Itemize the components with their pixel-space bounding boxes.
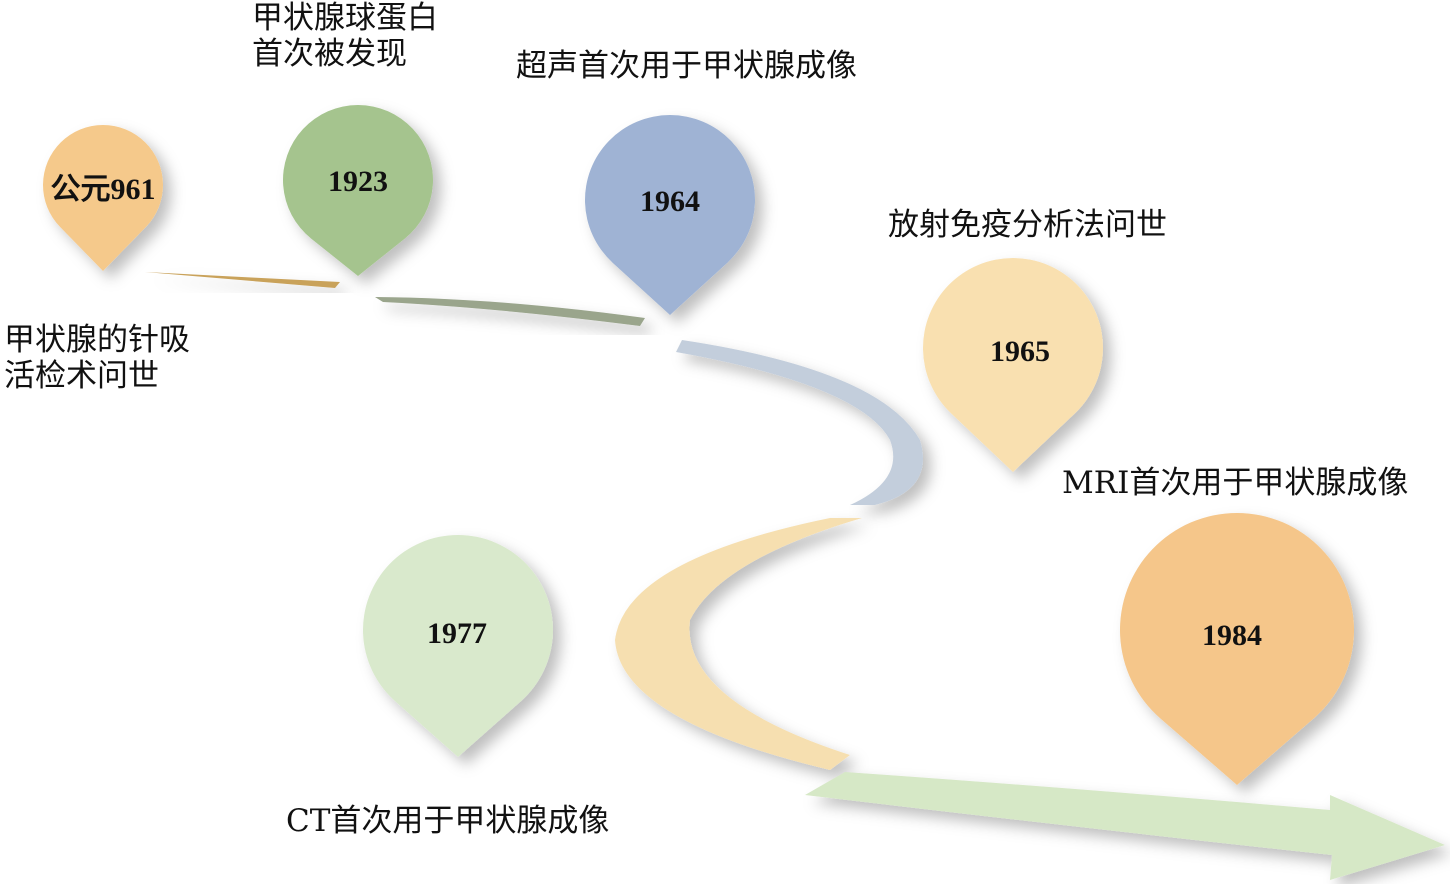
map-pin-marker	[585, 115, 756, 316]
event-label-1964: 超声首次用于甲状腺成像	[516, 48, 857, 84]
year-961: 公元961	[50, 173, 156, 206]
event-label-1984: MRI首次用于甲状腺成像	[1062, 465, 1409, 501]
road-segment-1	[145, 272, 340, 288]
road-segment-3	[676, 340, 923, 505]
year-1984: 1984	[1202, 619, 1262, 652]
event-label-1923: 甲状腺球蛋白 首次被发现	[252, 0, 438, 72]
map-pin-marker	[923, 257, 1103, 472]
year-1977: 1977	[427, 617, 487, 650]
event-label-961: 甲状腺的针吸 活检术问世	[4, 322, 190, 394]
road-segment-2	[375, 297, 645, 326]
map-pin-marker	[1120, 513, 1355, 785]
event-label-1965: 放射免疫分析法问世	[888, 207, 1167, 243]
map-pin-marker	[283, 105, 434, 276]
road-segment-5-arrow	[805, 772, 1445, 880]
year-1965: 1965	[990, 335, 1050, 368]
year-1964: 1964	[640, 185, 700, 218]
year-1923: 1923	[328, 165, 388, 198]
road-segment-4	[615, 518, 862, 770]
event-label-1977: CT首次用于甲状腺成像	[286, 803, 610, 839]
timeline-road	[145, 272, 1445, 880]
map-pin-marker	[42, 125, 163, 271]
map-pin-marker	[363, 535, 554, 757]
